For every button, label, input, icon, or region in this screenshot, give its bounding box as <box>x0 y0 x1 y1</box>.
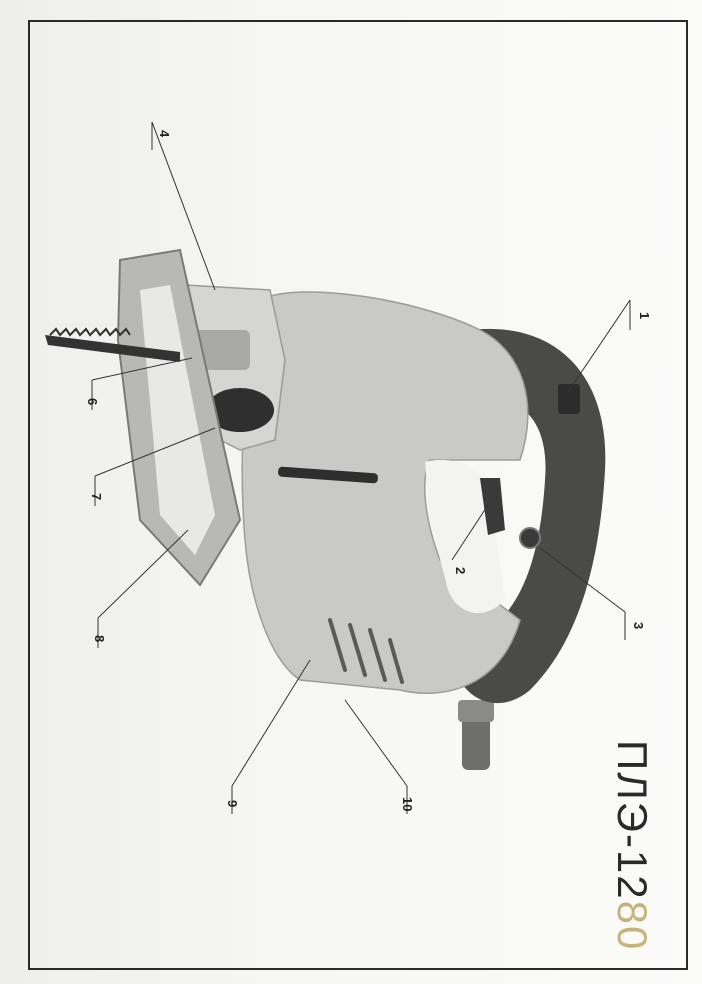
callout-line-1 <box>567 299 631 393</box>
blade-teeth <box>49 327 131 337</box>
callout-line-6 <box>91 357 193 381</box>
cord-guard <box>458 700 494 722</box>
ventilation-slots <box>328 618 404 684</box>
callout-line-4 <box>151 121 216 291</box>
callout-10: 10 <box>400 797 415 811</box>
callout-6: 6 <box>85 398 100 405</box>
saw-blade <box>45 335 180 362</box>
callouts <box>91 121 631 814</box>
callout-4: 4 <box>157 130 172 138</box>
callout-line-10 <box>344 699 408 787</box>
callout-line-7 <box>94 427 216 477</box>
callout-1: 1 <box>637 312 652 319</box>
model-suffix: 80 <box>609 901 656 952</box>
callout-line-8 <box>97 529 189 619</box>
speed-switch <box>558 384 580 414</box>
trigger-switch <box>480 478 505 535</box>
callout-3: 3 <box>631 622 646 629</box>
housing-slot <box>278 466 378 484</box>
dust-port <box>206 388 274 432</box>
callout-9: 9 <box>225 800 240 807</box>
jigsaw-illustration <box>45 248 606 770</box>
callout-8: 8 <box>92 635 107 642</box>
model-prefix: ПЛЭ-12 <box>609 740 656 901</box>
callout-line-9 <box>231 659 311 787</box>
callout-line-3 <box>539 547 626 613</box>
model-name: ПЛЭ-1280 <box>609 740 656 951</box>
page-frame <box>28 20 688 970</box>
handle-grip <box>460 328 606 704</box>
lock-button <box>519 527 541 549</box>
callout-7: 7 <box>89 493 104 500</box>
callout-2: 2 <box>453 567 468 574</box>
callout-line-2 <box>451 504 489 561</box>
